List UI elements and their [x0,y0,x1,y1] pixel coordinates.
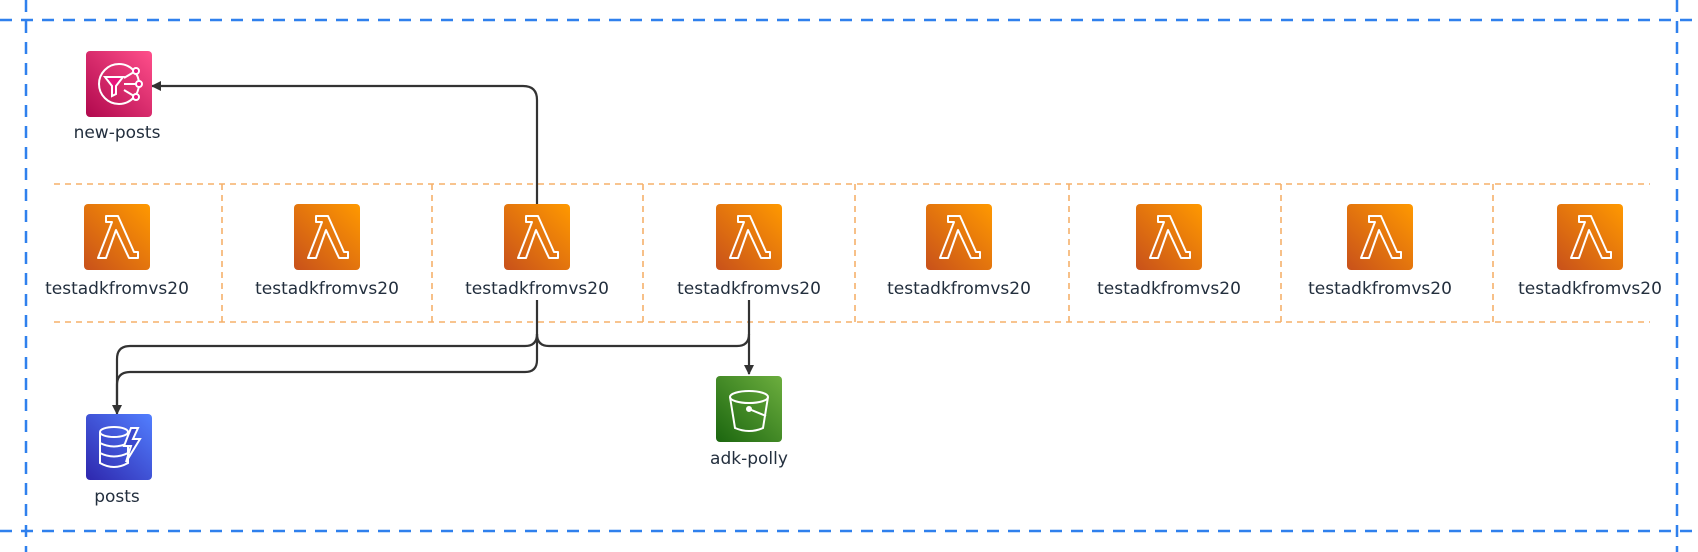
lambda-icon [1149,215,1191,259]
s3-bucket-node[interactable]: adk-polly [710,376,788,469]
lambda-function-label: testadkfromvs20 [887,279,1031,299]
dynamodb-table-icon [99,426,142,468]
connectors [112,81,754,415]
s3-bucket-icon [729,390,769,432]
lambda-function-node[interactable]: testadkfromvs20 [887,204,1031,299]
s3-bucket-label: adk-polly [710,449,788,469]
lambda-function-node[interactable]: testadkfromvs20 [1518,204,1662,299]
lambda-icon [729,215,771,259]
sns-topic-icon [98,63,143,105]
connector-lambda3-to-s3 [535,333,751,348]
lambda-function-label: testadkfromvs20 [677,279,821,299]
lambda-icon [517,215,559,259]
lambda-function-label: testadkfromvs20 [45,279,189,299]
lambda-function-label: testadkfromvs20 [1097,279,1241,299]
lambda-function-label: testadkfromvs20 [1308,279,1452,299]
lambda-icon [1360,215,1402,259]
lambda-function-node[interactable]: testadkfromvs20 [45,204,189,299]
lambda-function-node[interactable]: testadkfromvs20 [677,204,821,299]
lambda-function-node[interactable]: testadkfromvs20 [1308,204,1452,299]
dynamodb-table-node[interactable]: posts [86,414,152,507]
lambda-group-boundary [54,183,1650,323]
lambda-function-label: testadkfromvs20 [1518,279,1662,299]
lambda-nodes: testadkfromvs20 testadkfromvs20 testadkfro… [45,204,1662,299]
connector-lambda3-to-dynamodb-a [115,300,539,412]
lambda-function-label: testadkfromvs20 [465,279,609,299]
connector-lambda3-to-sns [151,81,539,204]
lambda-icon [307,215,349,259]
lambda-function-node[interactable]: testadkfromvs20 [465,204,609,299]
lambda-function-label: testadkfromvs20 [255,279,399,299]
sns-topic-node[interactable]: new-posts [74,51,161,143]
lambda-icon [939,215,981,259]
lambda-function-node[interactable]: testadkfromvs20 [1097,204,1241,299]
lambda-icon [1570,215,1612,259]
sns-topic-label: new-posts [74,123,161,143]
connector-lambda3-to-dynamodb-b [112,334,539,415]
lambda-icon [97,215,139,259]
lambda-function-node[interactable]: testadkfromvs20 [255,204,399,299]
dynamodb-table-label: posts [94,487,140,507]
